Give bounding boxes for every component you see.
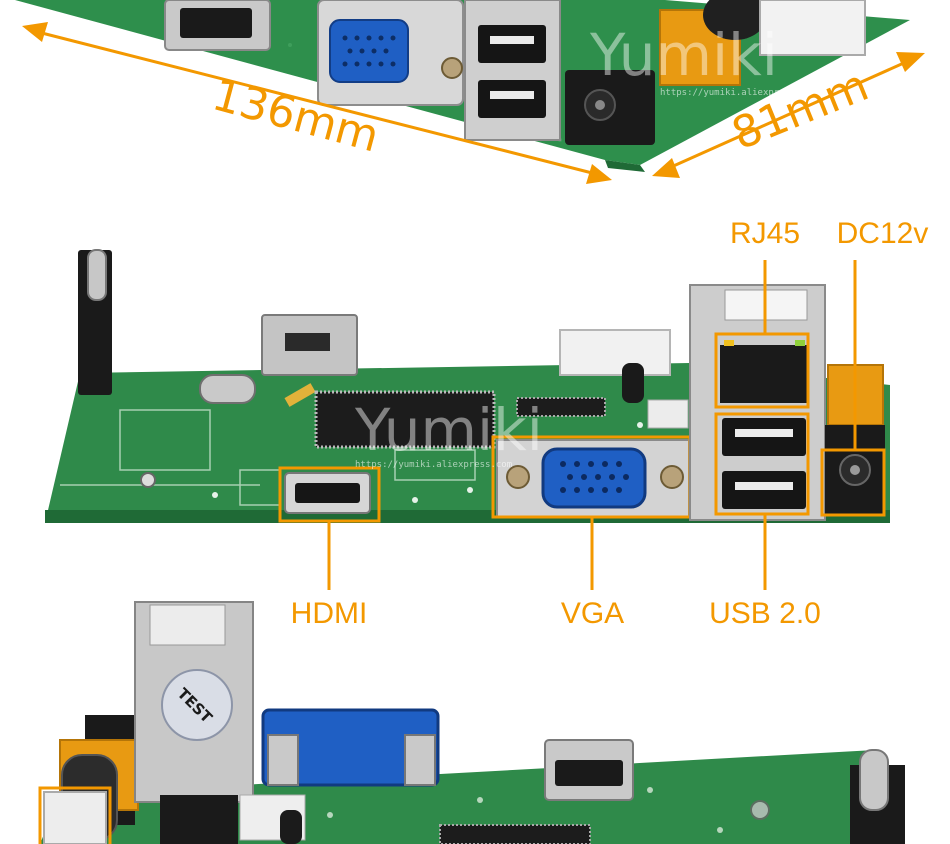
dimension-arrows — [22, 22, 925, 184]
dc-jack-top — [565, 70, 655, 145]
dimension-photo-art: Yumiki https://yumiki.aliexpress.com 136… — [15, 0, 925, 184]
hdmi-port — [284, 472, 371, 514]
hdmi-port-rear — [544, 739, 634, 801]
vga-port-rear — [261, 708, 440, 787]
watermark-url: https://yumiki.aliexpress.com — [355, 460, 512, 470]
port-callout-photo: Yumiki https://yumiki.aliexpress.com RJ4… — [0, 205, 950, 600]
test-sticker-text: TEST — [174, 684, 217, 727]
ethernet-housing-rear: TEST — [134, 601, 254, 803]
callout-leaders — [327, 260, 857, 590]
rj45-highlight — [714, 332, 810, 409]
dc-highlight — [820, 448, 886, 517]
usb-label: USB 2.0 — [709, 597, 821, 630]
rj45-label: RJ45 — [729, 217, 801, 250]
usb-stack-top — [464, 0, 561, 141]
connector-highlight — [38, 786, 112, 844]
main-processor-chip — [314, 390, 496, 449]
watermark-url-top: https://yumiki.aliexpress.com — [660, 88, 817, 98]
pcb-board-rear — [40, 750, 905, 844]
rj45-usb-stack — [689, 284, 826, 521]
vga-label: VGA — [560, 597, 625, 630]
rear-view-art: TEST — [38, 601, 905, 844]
mounting-clip — [78, 249, 112, 395]
rear-view-photo: TEST — [0, 600, 950, 844]
port-callout-art: Yumiki https://yumiki.aliexpress.com — [45, 249, 890, 590]
hdmi-port-top — [164, 0, 271, 51]
dimension-photo: Yumiki https://yumiki.aliexpress.com 136… — [0, 0, 950, 205]
hdmi-label: HDMI — [290, 597, 368, 630]
watermark-brand: Yumiki — [354, 396, 543, 464]
usb-highlight — [714, 412, 810, 516]
watermark-brand-top: Yumiki — [589, 21, 778, 89]
vga-port — [496, 439, 690, 518]
dc-label: DC12v — [836, 217, 929, 250]
vga-port-top — [317, 0, 464, 106]
